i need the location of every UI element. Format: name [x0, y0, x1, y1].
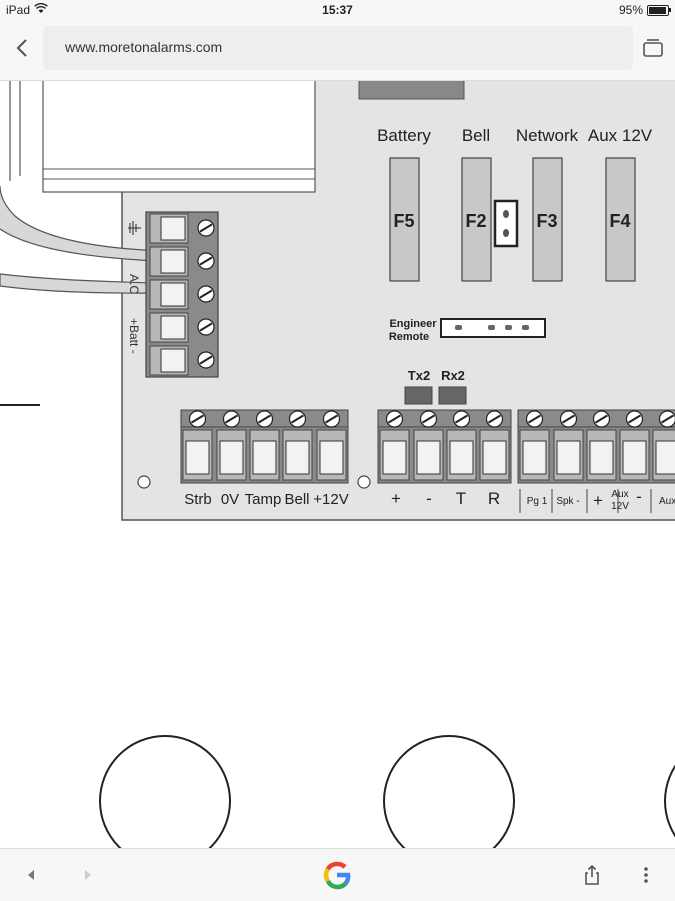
google-logo-icon — [321, 859, 353, 891]
fuse-label: Network — [516, 126, 579, 145]
aux-terminal-block — [518, 410, 675, 483]
address-bar[interactable] — [43, 26, 633, 70]
bell-terminal-label: Tamp — [245, 491, 282, 508]
network-terminal-label: T — [456, 489, 466, 508]
url-input[interactable] — [63, 38, 607, 56]
menu-button[interactable] — [634, 863, 658, 887]
aux-terminal-label: Spk - — [556, 496, 579, 507]
history-forward-button[interactable] — [75, 863, 99, 887]
battery-terminal-label: +Batt - — [127, 318, 141, 354]
speaker-hole — [100, 736, 230, 848]
network-terminal-label: - — [426, 489, 432, 508]
triangle-right-icon — [75, 863, 99, 887]
tx2-led — [405, 387, 432, 404]
engineer-remote-label-line2: Remote — [389, 331, 429, 343]
ac-terminal-label: A.C — [127, 274, 141, 294]
battery-percent: 95% — [619, 3, 643, 17]
fuse-id: F5 — [393, 211, 414, 231]
bell-terminal-label: +12V — [313, 491, 348, 508]
history-back-button[interactable] — [20, 863, 44, 887]
tabs-button[interactable] — [641, 36, 665, 60]
fuse-label: Battery — [377, 126, 431, 145]
speaker-hole — [384, 736, 514, 848]
network-terminal-block — [378, 410, 511, 483]
aux-terminal-label: - — [636, 487, 642, 506]
bell-terminal-label: Bell — [284, 491, 309, 508]
rx2-led — [439, 387, 466, 404]
rx2-led-label: Rx2 — [441, 368, 465, 383]
mounting-hole — [138, 476, 150, 488]
fuse-label: Aux 12V — [588, 126, 653, 145]
more-vertical-icon — [634, 863, 658, 887]
network-terminal-label: + — [391, 489, 401, 508]
aux-terminal-label: 12V — [611, 501, 629, 512]
board-component — [359, 81, 464, 99]
aux-terminal-label: Pg 1 — [527, 496, 548, 507]
share-icon — [580, 863, 604, 887]
network-terminal-label: R — [488, 489, 500, 508]
fuse-id: F3 — [536, 211, 557, 231]
browser-bottom-bar — [0, 848, 675, 901]
chevron-left-icon — [15, 38, 29, 58]
aux-terminal-label: + — [593, 491, 603, 510]
tabs-icon — [641, 36, 665, 60]
google-button[interactable] — [321, 859, 353, 891]
aux-terminal-label: Aux — [659, 496, 675, 507]
aux-terminal-label: Aux — [611, 489, 628, 500]
bell-jumper — [495, 201, 517, 246]
left-terminal-block — [146, 212, 218, 377]
speaker-hole — [665, 736, 675, 848]
mounting-hole — [358, 476, 370, 488]
back-button[interactable] — [10, 36, 34, 60]
bell-terminal-label: Strb — [184, 491, 212, 508]
fuse-id: F2 — [465, 211, 486, 231]
fuse-label: Bell — [462, 126, 490, 145]
bell-terminal-block — [181, 410, 348, 483]
transformer — [43, 81, 315, 192]
wiring-diagram: A.C +Batt - BatteryF5BellF2NetworkF3Aux … — [0, 81, 675, 848]
browser-toolbar — [0, 20, 675, 81]
share-button[interactable] — [580, 863, 604, 887]
status-bar: iPad 15:37 95% — [0, 0, 675, 20]
bell-terminal-label: 0V — [221, 491, 239, 508]
tx2-led-label: Tx2 — [408, 368, 430, 383]
fuse-id: F4 — [609, 211, 630, 231]
engineer-remote-label-line1: Engineer — [389, 318, 437, 330]
clock: 15:37 — [0, 3, 675, 17]
triangle-left-icon — [20, 863, 44, 887]
battery-icon — [647, 5, 669, 16]
